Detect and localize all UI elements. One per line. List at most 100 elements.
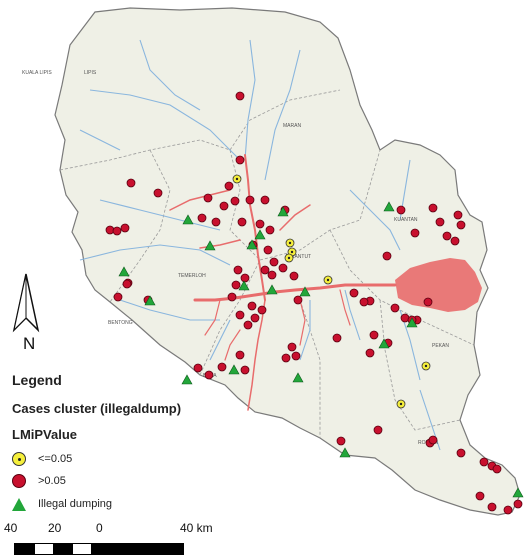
red-circle-marker bbox=[382, 251, 392, 261]
green-triangle-marker bbox=[299, 286, 311, 297]
red-circle-marker bbox=[243, 320, 253, 330]
red-circle-marker bbox=[428, 435, 438, 445]
red-circle-marker bbox=[349, 288, 359, 298]
yellow-circle-marker-dot bbox=[399, 402, 403, 406]
red-circle-marker bbox=[423, 297, 433, 307]
red-circle-marker bbox=[255, 219, 265, 229]
green-triangle-marker bbox=[292, 372, 304, 383]
rivers bbox=[79, 39, 441, 451]
legend-title: Legend bbox=[12, 372, 62, 388]
scale-bar bbox=[14, 543, 184, 555]
red-circle-marker bbox=[240, 365, 250, 375]
red-circle-marker bbox=[492, 464, 502, 474]
red-circle-marker bbox=[197, 213, 207, 223]
red-circle-marker bbox=[204, 370, 214, 380]
green-triangle-marker bbox=[266, 284, 278, 295]
red-circle-marker bbox=[396, 205, 406, 215]
svg-text:KUANTAN: KUANTAN bbox=[394, 217, 418, 223]
case-markers bbox=[105, 91, 524, 515]
red-circle-marker bbox=[211, 217, 221, 227]
yellow-circle-marker-dot bbox=[288, 241, 292, 245]
red-circle-marker bbox=[293, 295, 303, 305]
yellow-circle-marker-dot bbox=[424, 364, 428, 368]
red-circle-marker bbox=[269, 257, 279, 267]
red-circle-marker bbox=[233, 265, 243, 275]
red-circle-marker bbox=[428, 203, 438, 213]
svg-text:KUALA LIPIS: KUALA LIPIS bbox=[22, 70, 52, 76]
red-circle-marker bbox=[278, 263, 288, 273]
red-circle-marker bbox=[263, 245, 273, 255]
red-circle-marker bbox=[513, 499, 523, 509]
red-circle-marker bbox=[126, 178, 136, 188]
red-circle-marker bbox=[224, 181, 234, 191]
red-circle-marker bbox=[227, 292, 237, 302]
red-circle-marker bbox=[260, 195, 270, 205]
red-circle-marker bbox=[122, 279, 132, 289]
red-circle-marker bbox=[373, 425, 383, 435]
svg-text:TEMERLOH: TEMERLOH bbox=[178, 273, 206, 279]
svg-text:JERANTUT: JERANTUT bbox=[285, 254, 311, 260]
svg-text:LIPIS: LIPIS bbox=[84, 70, 97, 76]
river-cluster bbox=[169, 154, 397, 411]
red-circle-marker bbox=[289, 271, 299, 281]
north-arrow-icon bbox=[12, 273, 40, 333]
green-triangle-marker bbox=[378, 338, 390, 349]
red-circle-marker bbox=[235, 155, 245, 165]
red-circle-marker bbox=[369, 330, 379, 340]
red-circle-marker bbox=[410, 228, 420, 238]
red-circle-marker bbox=[231, 280, 241, 290]
red-circle-marker bbox=[265, 225, 275, 235]
green-triangle-marker bbox=[204, 240, 216, 251]
green-triangle-marker bbox=[182, 214, 194, 225]
red-circle-marker bbox=[217, 362, 227, 372]
red-circle-marker bbox=[260, 265, 270, 275]
green-triangle-marker bbox=[144, 295, 156, 306]
legend-item-low: <=0.05 bbox=[12, 451, 72, 467]
red-circle-marker bbox=[237, 217, 247, 227]
district-boundaries bbox=[59, 89, 475, 438]
legend-item-label: <=0.05 bbox=[38, 453, 73, 465]
red-circle-marker bbox=[112, 226, 122, 236]
red-circle-marker bbox=[453, 210, 463, 220]
red-circle-marker bbox=[281, 353, 291, 363]
legend-item-high: >0.05 bbox=[12, 473, 66, 489]
legend-item-label: >0.05 bbox=[38, 475, 66, 487]
red-circle-marker bbox=[247, 301, 257, 311]
legend-item-dumping: Illegal dumping bbox=[12, 496, 112, 512]
red-circle-marker bbox=[267, 270, 277, 280]
red-circle-marker bbox=[287, 342, 297, 352]
red-circle-marker bbox=[235, 91, 245, 101]
legend-item-label: Illegal dumping bbox=[38, 498, 112, 510]
yellow-circle-marker-dot bbox=[287, 256, 291, 260]
red-circle-marker bbox=[487, 502, 497, 512]
red-circle-marker bbox=[442, 231, 452, 241]
red-circle-marker bbox=[359, 297, 369, 307]
green-triangle-marker bbox=[277, 206, 289, 217]
red-circle-marker bbox=[450, 236, 460, 246]
green-triangle-marker bbox=[406, 317, 418, 328]
red-circle-marker bbox=[113, 292, 123, 302]
svg-text:PEKAN: PEKAN bbox=[432, 343, 449, 349]
red-circle-marker bbox=[503, 505, 513, 515]
legend-layer-name: Cases cluster (illegaldump) bbox=[12, 401, 182, 416]
green-triangle-marker bbox=[383, 201, 395, 212]
red-circle-marker bbox=[390, 303, 400, 313]
yellow-circle-icon bbox=[12, 452, 26, 466]
yellow-circle-marker-dot bbox=[290, 250, 294, 254]
red-circle-marker bbox=[250, 313, 260, 323]
scale-tick-label: 20 bbox=[48, 521, 62, 535]
green-triangle-marker bbox=[118, 266, 130, 277]
red-circle-marker bbox=[257, 305, 267, 315]
green-triangle-marker bbox=[246, 239, 258, 250]
red-circle-marker bbox=[230, 196, 240, 206]
green-triangle-marker bbox=[254, 229, 266, 240]
svg-text:BENTONG: BENTONG bbox=[108, 320, 133, 326]
red-circle-marker bbox=[120, 223, 130, 233]
green-triangle-icon bbox=[12, 497, 26, 511]
estuary-cluster bbox=[395, 258, 482, 312]
red-circle-marker bbox=[336, 436, 346, 446]
scale-tick-label: 0 bbox=[96, 521, 103, 535]
red-circle-marker bbox=[219, 201, 229, 211]
red-circle-marker bbox=[365, 348, 375, 358]
